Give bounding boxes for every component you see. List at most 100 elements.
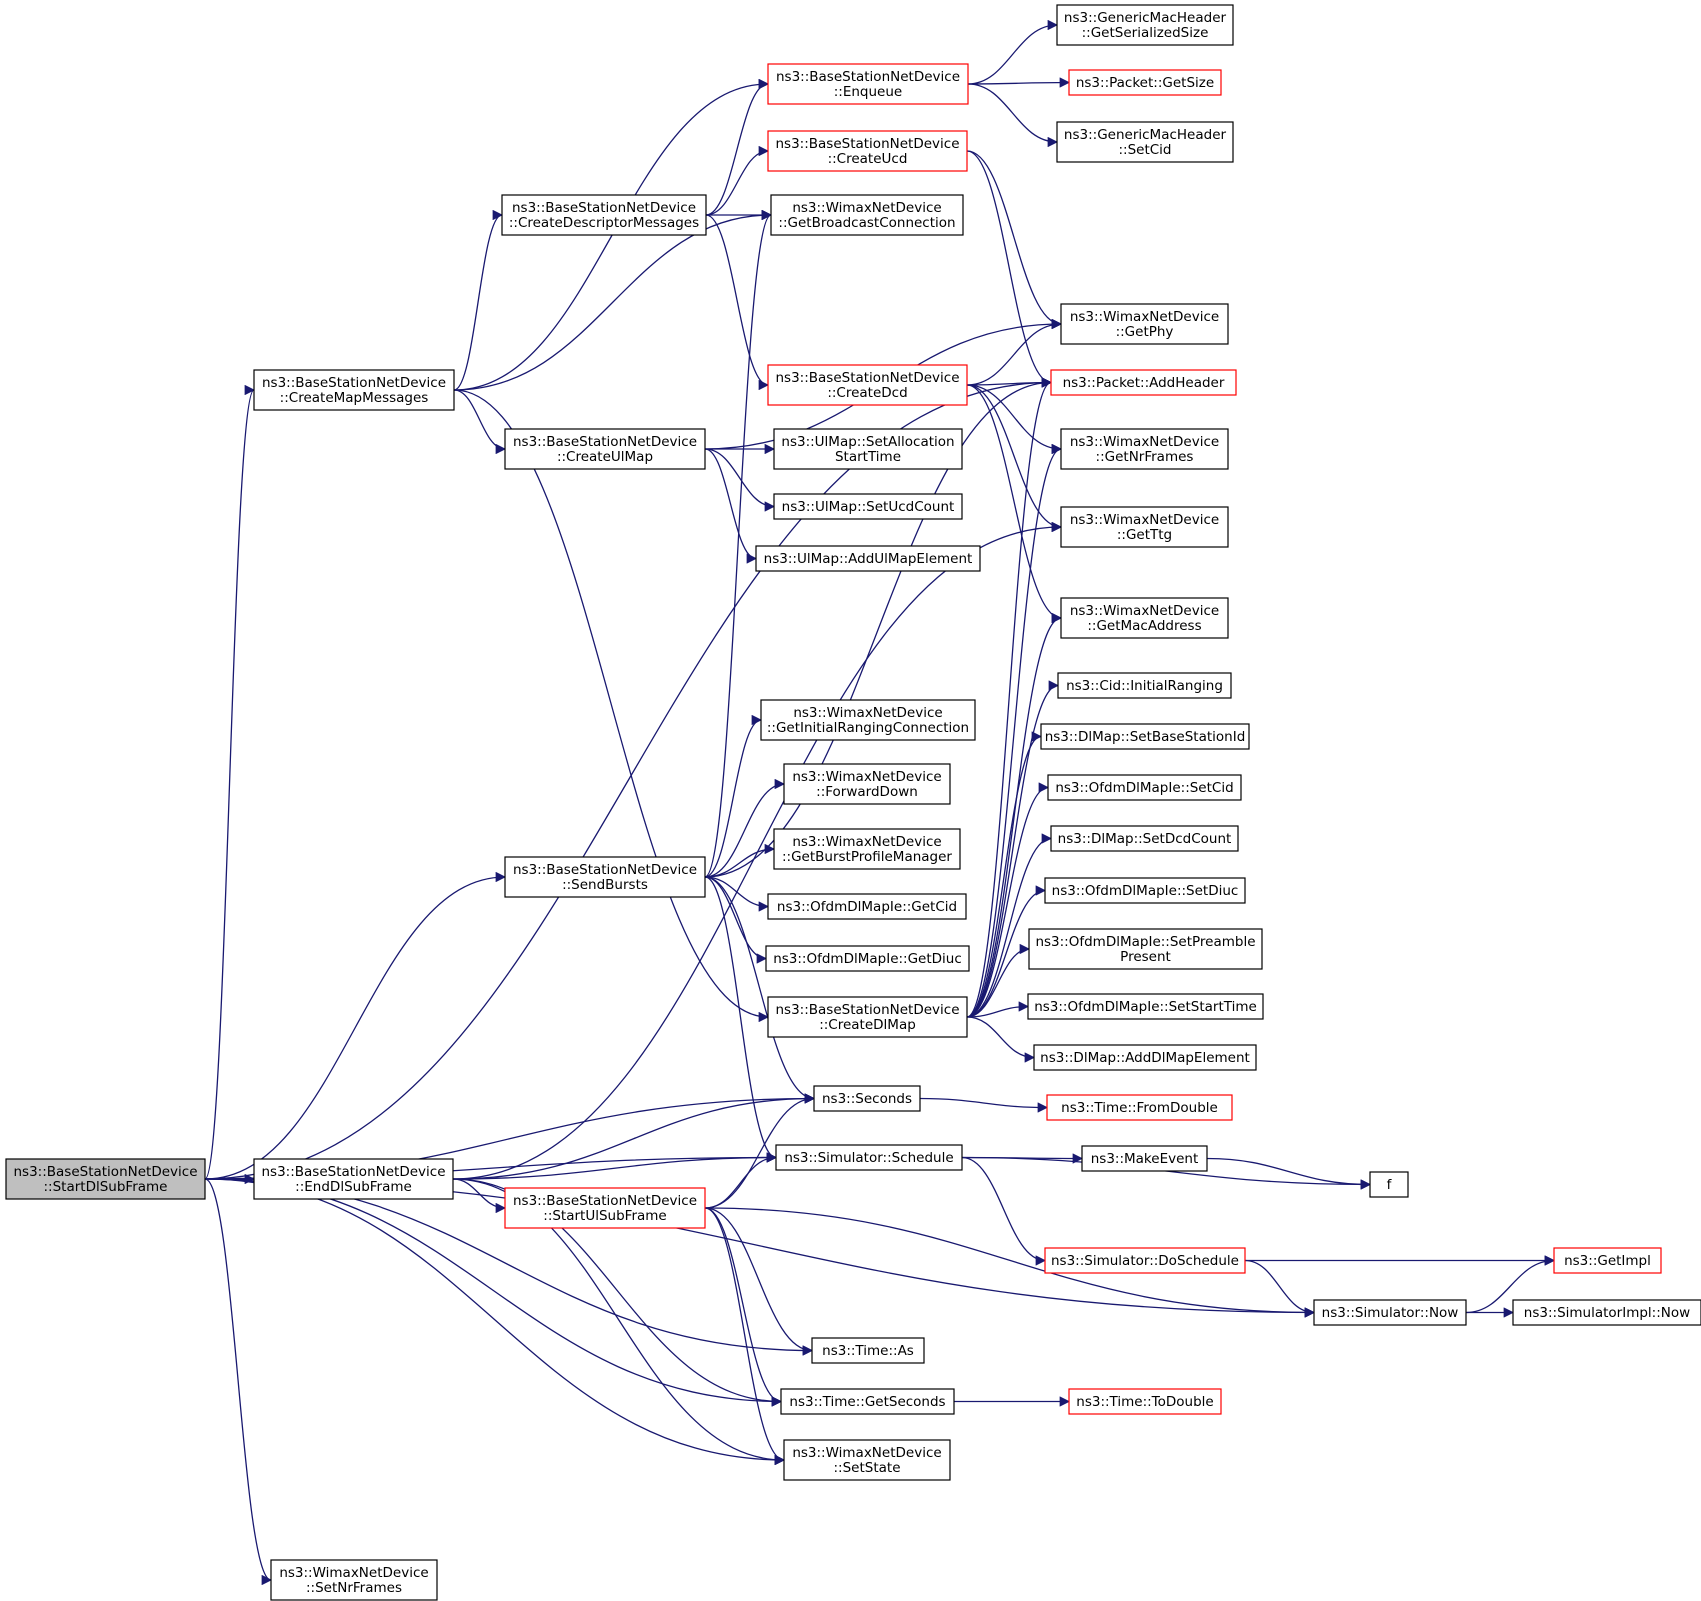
- edge-createmap-to-createul: [453, 389, 507, 455]
- node-label: ::SetCid: [1118, 142, 1171, 158]
- node-label: ns3::WimaxNetDevice: [792, 834, 941, 850]
- node-ns3-wimaxnetdevice-setnrframes[interactable]: ns3::WimaxNetDevice::SetNrFrames: [270, 1559, 438, 1601]
- node-ns3-basestationnetdevice-createdcd[interactable]: ns3::BaseStationNetDevice::CreateDcd: [767, 364, 968, 406]
- node-ns3-seconds[interactable]: ns3::Seconds: [813, 1085, 921, 1112]
- node-ns3-wimaxnetdevice-getinitialrangingconnection[interactable]: ns3::WimaxNetDevice::GetInitialRangingCo…: [760, 699, 976, 741]
- edge-createul-to-setucdcount: [704, 448, 776, 512]
- node-ns3-wimaxnetdevice-getphy[interactable]: ns3::WimaxNetDevice::GetPhy: [1060, 303, 1229, 345]
- edge-schedule-to-doschedule: [961, 1156, 1047, 1266]
- node-ns3-ulmap-setucdcount[interactable]: ns3::UlMap::SetUcdCount: [773, 493, 963, 520]
- node-ns3-basestationnetdevice-enddlsubframe[interactable]: ns3::BaseStationNetDevice::EndDlSubFrame: [253, 1158, 454, 1200]
- node-ns3-basestationnetdevice-createdescriptormessages[interactable]: ns3::BaseStationNetDevice::CreateDescrip…: [501, 194, 707, 236]
- node-ns3-genericmacheader-setcid[interactable]: ns3::GenericMacHeader::SetCid: [1056, 121, 1234, 163]
- edge-startdl-to-createmap: [204, 385, 256, 1180]
- node-ns3-simulator-schedule[interactable]: ns3::Simulator::Schedule: [775, 1144, 963, 1171]
- node-box: [780, 1388, 955, 1415]
- node-ns3-basestationnetdevice-startdlsubframe[interactable]: ns3::BaseStationNetDevice::StartDlSubFra…: [5, 1158, 206, 1200]
- node-box: [1057, 672, 1232, 699]
- node-box: [504, 1187, 706, 1229]
- node-box: [1313, 1299, 1467, 1326]
- edge-createdesc-to-enqueue: [705, 78, 770, 216]
- node-ns3-basestationnetdevice-sendbursts[interactable]: ns3::BaseStationNetDevice::SendBursts: [504, 856, 706, 898]
- node-label: ::StartDlSubFrame: [44, 1179, 168, 1195]
- node-box: [1050, 825, 1239, 852]
- node-box: [1068, 69, 1222, 96]
- node-ns3-dlmap-adddlmapelement[interactable]: ns3::DlMap::AddDlMapElement: [1033, 1044, 1257, 1071]
- node-label: ::Enqueue: [834, 84, 902, 100]
- node-box: [783, 763, 951, 805]
- node-ns3-ofdmdlmapie-getdiuc[interactable]: ns3::OfdmDlMapIe::GetDiuc: [765, 945, 970, 972]
- node-label: ::GetMacAddress: [1087, 618, 1201, 634]
- edge-createdl-to-setbsid: [966, 731, 1043, 1018]
- node-ns3-time-todouble[interactable]: ns3::Time::ToDouble: [1068, 1388, 1222, 1415]
- node-ns3-makeevent[interactable]: ns3::MakeEvent: [1081, 1145, 1208, 1172]
- node-label: ::GetPhy: [1116, 324, 1174, 340]
- node-ns3-wimaxnetdevice-getburstprofilemanager[interactable]: ns3::WimaxNetDevice::GetBurstProfileMana…: [773, 828, 961, 870]
- node-label: ns3::GenericMacHeader: [1064, 127, 1227, 143]
- node-label: ns3::DlMap::AddDlMapElement: [1040, 1050, 1250, 1066]
- edge-enddl-to-getttg: [452, 521, 1063, 1180]
- node-label: ::SendBursts: [562, 877, 648, 893]
- edge-enddl-to-startul: [452, 1178, 507, 1214]
- node-ns3-basestationnetdevice-enqueue[interactable]: ns3::BaseStationNetDevice::Enqueue: [767, 63, 969, 105]
- node-label: ns3::BaseStationNetDevice: [513, 862, 697, 878]
- node-ns3-dlmap-setdcdcount[interactable]: ns3::DlMap::SetDcdCount: [1050, 825, 1239, 852]
- node-box: [760, 699, 976, 741]
- node-box: [504, 428, 706, 470]
- node-ns3-packet-addheader[interactable]: ns3::Packet::AddHeader: [1050, 369, 1237, 396]
- node-ns3-ulmap-addulmapelement[interactable]: ns3::UlMap::AddUlMapElement: [755, 545, 981, 572]
- node-ns3-basestationnetdevice-createdlmap[interactable]: ns3::BaseStationNetDevice::CreateDlMap: [767, 996, 968, 1038]
- node-ns3-ofdmdlmapie-setdiuc[interactable]: ns3::OfdmDlMapIe::SetDiuc: [1044, 877, 1246, 904]
- edge-createdl-to-ofdmsetstart: [966, 1001, 1030, 1018]
- node-label: ::CreateMapMessages: [280, 390, 429, 406]
- node-ns3-basestationnetdevice-createulmap[interactable]: ns3::BaseStationNetDevice::CreateUlMap: [504, 428, 706, 470]
- node-box: [773, 493, 963, 520]
- node-ns3-packet-getsize[interactable]: ns3::Packet::GetSize: [1068, 69, 1222, 96]
- node-ns3-basestationnetdevice-createmapmessages[interactable]: ns3::BaseStationNetDevice::CreateMapMess…: [253, 369, 455, 411]
- node-box: [1081, 1145, 1208, 1172]
- node-ns3-simulatorimpl-now[interactable]: ns3::SimulatorImpl::Now: [1512, 1299, 1701, 1326]
- node-box: [770, 194, 964, 236]
- edge-startul-to-setstate: [704, 1207, 786, 1466]
- node-label: ns3::BaseStationNetDevice: [775, 1002, 959, 1018]
- node-box: [1060, 428, 1229, 470]
- node-ns3-wimaxnetdevice-getttg[interactable]: ns3::WimaxNetDevice::GetTtg: [1060, 506, 1229, 548]
- node-ns3-simulator-doschedule[interactable]: ns3::Simulator::DoSchedule: [1044, 1247, 1246, 1274]
- node-box: [253, 369, 455, 411]
- node-ns3-getimpl[interactable]: ns3::GetImpl: [1553, 1247, 1662, 1274]
- node-ns3-ofdmdlmapie-setcid[interactable]: ns3::OfdmDlMapIe::SetCid: [1047, 774, 1242, 801]
- node-f[interactable]: f: [1369, 1171, 1409, 1198]
- node-ns3-wimaxnetdevice-getmacaddress[interactable]: ns3::WimaxNetDevice::GetMacAddress: [1060, 597, 1229, 639]
- node-ns3-simulator-now[interactable]: ns3::Simulator::Now: [1313, 1299, 1467, 1326]
- edge-sendbursts-to-ofdmgetcid: [704, 876, 770, 912]
- node-ns3-basestationnetdevice-startulsubframe[interactable]: ns3::BaseStationNetDevice::StartUlSubFra…: [504, 1187, 706, 1229]
- node-ns3-ofdmdlmapie-getcid[interactable]: ns3::OfdmDlMapIe::GetCid: [767, 893, 967, 920]
- node-ns3-time-fromdouble[interactable]: ns3::Time::FromDouble: [1046, 1094, 1233, 1121]
- node-ns3-wimaxnetdevice-getnrframes[interactable]: ns3::WimaxNetDevice::GetNrFrames: [1060, 428, 1229, 470]
- node-label: ns3::DlMap::SetBaseStationId: [1045, 729, 1246, 745]
- node-box: [1060, 303, 1229, 345]
- node-box: [755, 545, 981, 572]
- node-label: ::GetTtg: [1117, 527, 1172, 543]
- node-ns3-wimaxnetdevice-forwarddown[interactable]: ns3::WimaxNetDevice::ForwardDown: [783, 763, 951, 805]
- node-label: ns3::MakeEvent: [1091, 1151, 1199, 1167]
- node-label: ns3::GenericMacHeader: [1064, 10, 1227, 26]
- node-box: [504, 856, 706, 898]
- node-ns3-genericmacheader-getserializedsize[interactable]: ns3::GenericMacHeader::GetSerializedSize: [1056, 4, 1234, 46]
- node-ns3-basestationnetdevice-createucd[interactable]: ns3::BaseStationNetDevice::CreateUcd: [767, 130, 968, 172]
- edge-createdl-to-addheader: [966, 377, 1053, 1018]
- node-ns3-cid-initialranging[interactable]: ns3::Cid::InitialRanging: [1057, 672, 1232, 699]
- node-label: ns3::OfdmDlMapIe::GetDiuc: [773, 951, 962, 967]
- node-ns3-wimaxnetdevice-setstate[interactable]: ns3::WimaxNetDevice::SetState: [783, 1439, 951, 1481]
- node-label: ::ForwardDown: [816, 784, 918, 800]
- node-ns3-wimaxnetdevice-getbroadcastconnection[interactable]: ns3::WimaxNetDevice::GetBroadcastConnect…: [770, 194, 964, 236]
- node-ns3-dlmap-setbasestationid[interactable]: ns3::DlMap::SetBaseStationId: [1040, 723, 1250, 750]
- node-ns3-time-getseconds[interactable]: ns3::Time::GetSeconds: [780, 1388, 955, 1415]
- node-box: [811, 1337, 925, 1364]
- node-label: ns3::WimaxNetDevice: [1070, 512, 1219, 528]
- node-ns3-ofdmdlmapie-setstarttime[interactable]: ns3::OfdmDlMapIe::SetStartTime: [1027, 993, 1264, 1020]
- node-box: [767, 996, 968, 1038]
- node-ns3-time-as[interactable]: ns3::Time::As: [811, 1337, 925, 1364]
